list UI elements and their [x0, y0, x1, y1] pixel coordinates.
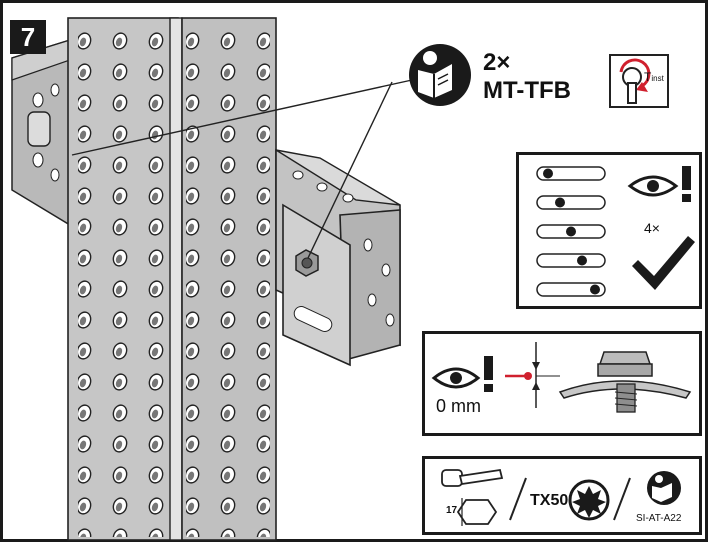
- torx-label: TX50: [530, 492, 569, 509]
- gap-panel: [422, 331, 702, 436]
- exclamation-icon: [484, 356, 493, 392]
- vertical-column: [67, 17, 277, 541]
- bolt-position-rows: [536, 166, 606, 297]
- bolt-nut: [295, 249, 319, 277]
- torque-label-sub: inst: [651, 74, 664, 83]
- product-quantity: 2×: [483, 49, 511, 76]
- gap-value: 0 mm: [436, 396, 481, 416]
- checkmark-icon: [632, 236, 695, 290]
- bolt-cross-section: [558, 351, 692, 413]
- doc-code: SI-AT-A22: [636, 513, 682, 524]
- bracket-beam: [275, 148, 401, 367]
- read-manual-icon: [409, 44, 471, 106]
- inspection-count: 4×: [644, 220, 660, 236]
- gap-indicator: [505, 342, 560, 408]
- torque-label-main: T: [644, 70, 652, 84]
- torque-wrench-icon: [609, 54, 669, 108]
- torque-label: Tinst: [644, 70, 664, 84]
- step-number: 7: [10, 20, 46, 54]
- hex-nut-icon: [456, 498, 498, 526]
- left-beam: [11, 38, 71, 227]
- eye-icon: [431, 367, 481, 389]
- eye-icon: [627, 175, 679, 197]
- inspection-panel: [516, 152, 702, 309]
- wrench-size: 17: [446, 505, 458, 516]
- read-manual-icon: [647, 471, 681, 505]
- product-name: MT-TFB: [483, 77, 571, 104]
- exclamation-icon: [682, 166, 691, 202]
- ratchet-wrench-icon: [441, 468, 504, 487]
- callout-lines: [71, 79, 413, 259]
- tools-panel: [422, 456, 702, 535]
- torx-star-icon: [568, 479, 610, 521]
- separator-slash: [509, 477, 631, 521]
